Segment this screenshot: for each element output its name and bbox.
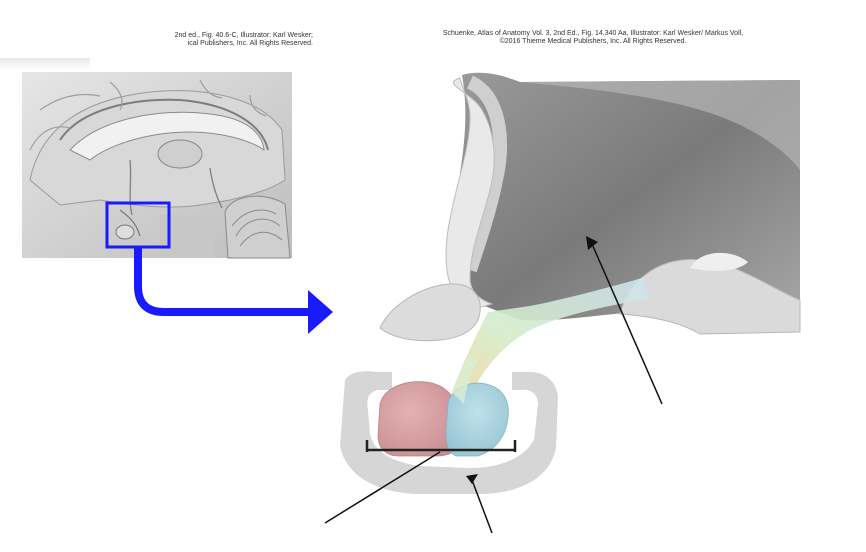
pointer-line-bracket	[324, 451, 441, 524]
label-pointers	[324, 236, 663, 534]
top-left-shadow	[0, 58, 90, 70]
anterior-lobe	[377, 381, 459, 457]
credit-right-line2: ©2016 Thieme Medical Publishers, Inc. Al…	[499, 38, 687, 45]
zoom-arrow	[134, 248, 333, 334]
credit-left-line1: 2nd ed., Fig. 40.6-C, Illustrator: Karl …	[174, 32, 313, 39]
credit-left-line2: ical Publishers, Inc. All Rights Reserve…	[187, 40, 313, 47]
credit-right-line1: Schuenke, Atlas of Anatomy Vol. 3, 2nd E…	[442, 30, 744, 37]
brain-sagittal-thumbnail	[22, 72, 292, 259]
pointer-arrowhead-sella	[466, 474, 478, 484]
credit-right: Schuenke, Atlas of Anatomy Vol. 3, 2nd E…	[378, 30, 808, 46]
credit-left: 2nd ed., Fig. 40.6-C, Illustrator: Karl …	[108, 32, 313, 48]
pointer-arrowhead-ventricle	[586, 236, 598, 250]
pointer-line-ventricle	[591, 243, 663, 405]
diaphragm-bracket	[365, 440, 517, 452]
enlarged-hypothalamus	[379, 72, 801, 342]
sella-turcica	[340, 371, 558, 494]
pointer-line-sella	[471, 479, 493, 534]
pituitary-stalk	[452, 278, 650, 396]
highlight-box	[105, 201, 171, 249]
